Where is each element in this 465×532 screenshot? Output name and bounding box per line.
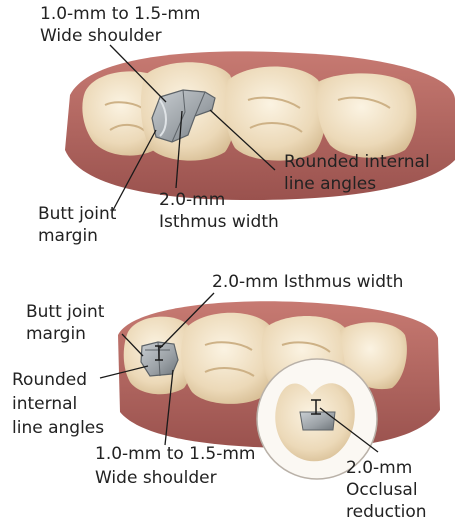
top-label-butt-line2: margin (38, 226, 98, 247)
top-arch-illustration (65, 51, 455, 200)
top-label-isthmus-line1: 2.0-mm (159, 190, 225, 211)
bottom-label-occlusal-line3: reduction (346, 502, 427, 523)
top-label-rounded-line1: Rounded internal (284, 152, 430, 173)
bottom-label-shoulder-line1: 1.0-mm to 1.5-mm (95, 444, 255, 465)
bottom-label-rounded-line2: internal (12, 394, 77, 415)
top-tooth-far-right (317, 73, 417, 157)
top-label-shoulder-line2: Wide shoulder (40, 26, 162, 47)
bottom-label-occlusal-line1: 2.0-mm (346, 458, 412, 479)
bottom-label-rounded-line1: Rounded (12, 370, 87, 391)
top-tooth-prepared (141, 62, 236, 160)
top-tooth-right (225, 67, 326, 161)
bottom-label-butt-line1: Butt joint (26, 302, 104, 323)
top-label-butt-line1: Butt joint (38, 204, 116, 225)
top-label-isthmus-line2: Isthmus width (159, 212, 279, 233)
bottom-label-shoulder-line2: Wide shoulder (95, 468, 217, 489)
top-label-shoulder-line1: 1.0-mm to 1.5-mm (40, 4, 200, 25)
bottom-label-isthmus: 2.0-mm Isthmus width (212, 272, 403, 293)
top-label-rounded-line2: line angles (284, 174, 376, 195)
bottom-tooth-middle (181, 313, 276, 404)
bottom-label-butt-line2: margin (26, 324, 86, 345)
bottom-label-rounded-line3: line angles (12, 418, 104, 439)
bottom-label-occlusal-line2: Occlusal (346, 480, 418, 501)
